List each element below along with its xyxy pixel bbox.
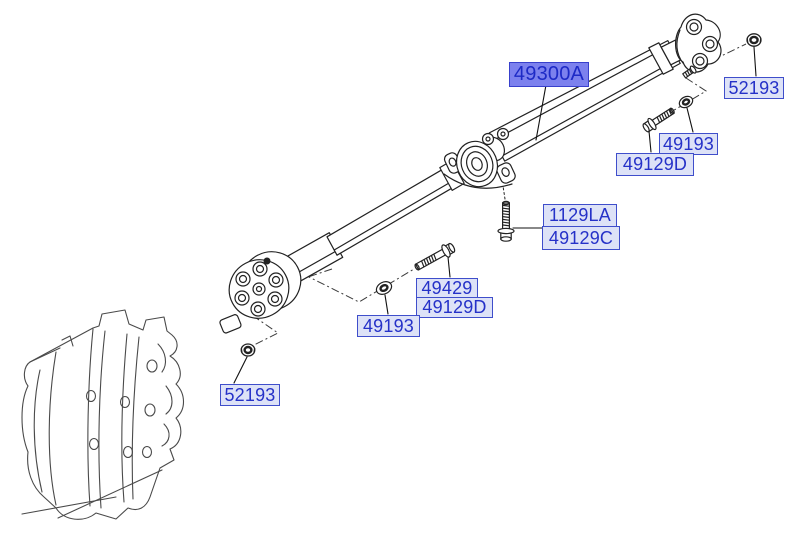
part-label-49129d-upper[interactable]: 49129D bbox=[616, 153, 694, 176]
bolt-49129d-upper-drawing bbox=[642, 107, 675, 133]
washer-49193-upper-drawing bbox=[678, 95, 694, 109]
rear-tube-collar bbox=[648, 42, 674, 75]
part-label-49300a[interactable]: 49300A bbox=[509, 62, 589, 87]
part-label-52193-lower[interactable]: 52193 bbox=[220, 384, 280, 406]
leader-lines bbox=[233, 46, 757, 384]
part-label-49429[interactable]: 49429 bbox=[416, 278, 478, 299]
front-tube-drawing bbox=[326, 166, 458, 256]
rear-coupling-stud-drawing bbox=[682, 65, 697, 79]
part-label-49193-lower[interactable]: 49193 bbox=[357, 315, 420, 337]
rear-coupling-drawing bbox=[675, 13, 722, 73]
driveshaft-assembly-drawing bbox=[219, 13, 722, 334]
fasteners bbox=[240, 33, 762, 357]
nut-52193-lower-drawing bbox=[240, 343, 256, 357]
washer-49193-lower-drawing bbox=[375, 281, 393, 295]
transmission-housing-sketch bbox=[21, 309, 185, 520]
nut-52193-upper-drawing bbox=[746, 33, 762, 47]
center-bearing-drawing bbox=[443, 127, 516, 189]
bolt-axis-dotted-line bbox=[502, 185, 506, 200]
part-label-49129c[interactable]: 49129C bbox=[542, 226, 620, 250]
part-label-52193-upper[interactable]: 52193 bbox=[724, 77, 784, 99]
rear-tube-drawing bbox=[488, 39, 681, 162]
bolt-49429-drawing bbox=[414, 242, 456, 271]
front-coupling-drawing bbox=[219, 251, 302, 334]
part-label-49193-upper[interactable]: 49193 bbox=[659, 133, 718, 155]
bolt-1129la-drawing bbox=[497, 200, 515, 242]
part-label-49129d-lower[interactable]: 49129D bbox=[416, 297, 493, 318]
part-label-1129la[interactable]: 1129LA bbox=[543, 204, 617, 227]
